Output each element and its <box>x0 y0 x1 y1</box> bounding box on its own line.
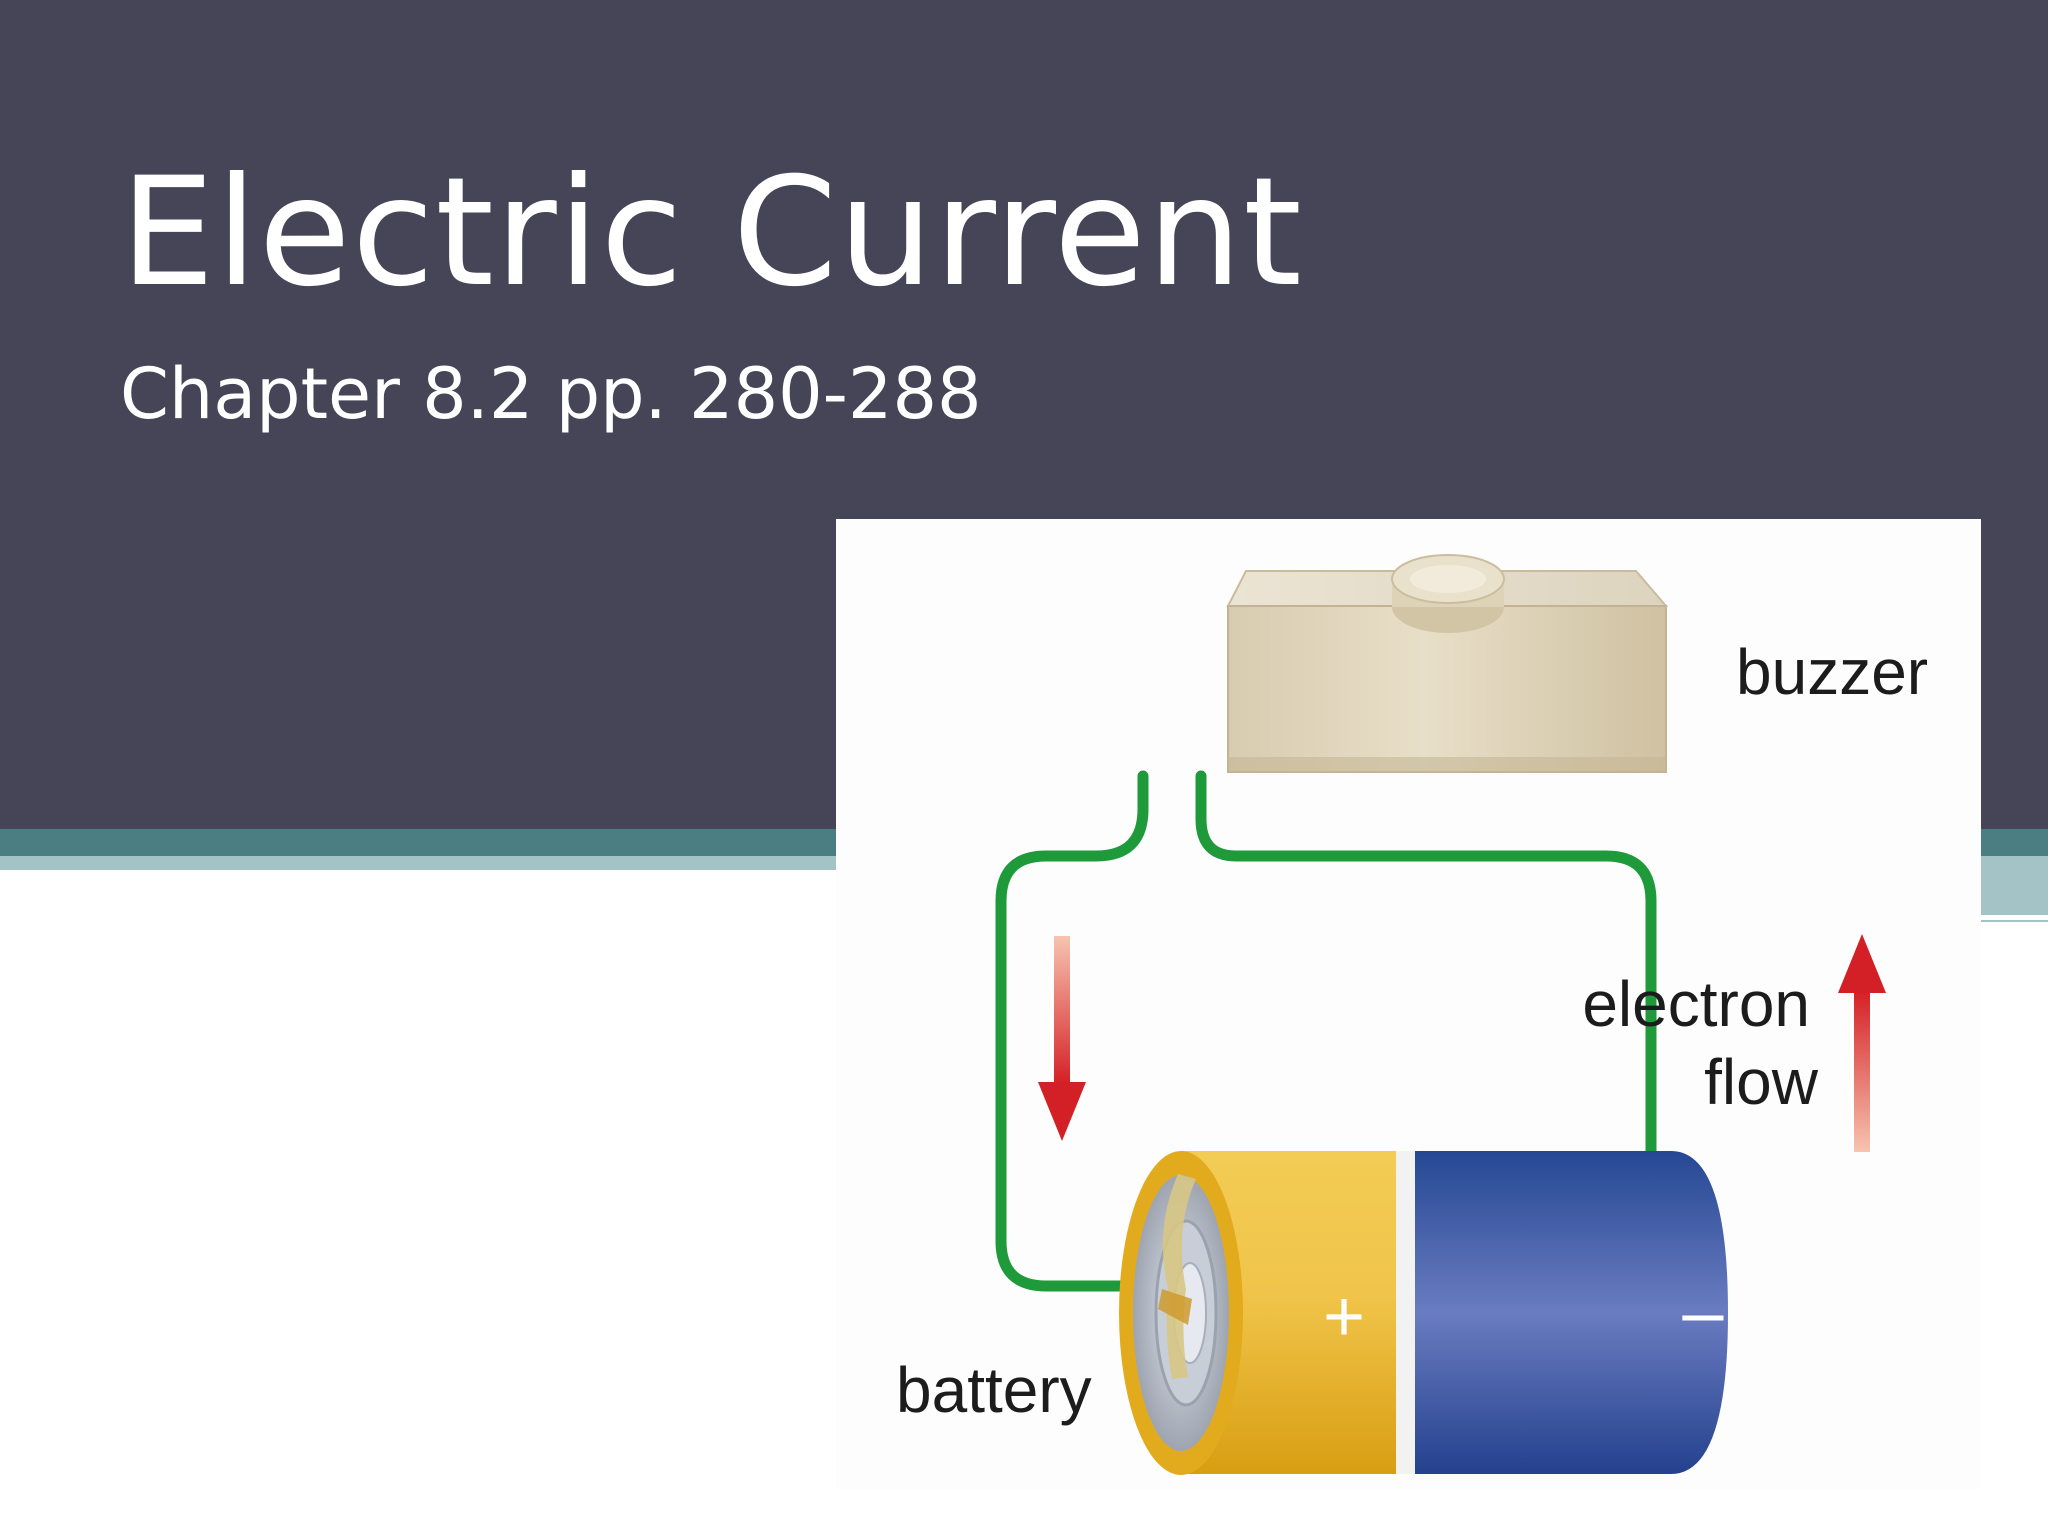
electron-flow-arrow-down <box>1038 936 1086 1141</box>
battery-label: battery <box>896 1354 1092 1426</box>
circuit-diagram: + – buzzer electron flow battery <box>896 554 1928 1475</box>
electron-flow-arrow-up <box>1838 934 1886 1152</box>
header-accent-band-right <box>1980 870 2048 915</box>
buzzer-icon <box>1226 554 1669 773</box>
buzzer-label: buzzer <box>1736 636 1928 708</box>
circuit-wire <box>995 770 1162 1292</box>
header-accent-line-right <box>1980 920 2048 922</box>
battery-icon <box>1119 1151 1728 1475</box>
circuit-diagram-figure: + – buzzer electron flow battery <box>836 519 1981 1489</box>
electron-flow-label-line2: flow <box>1704 1046 1819 1118</box>
slide-title: Electric Current <box>120 146 1303 320</box>
battery-positive-terminal-label: + <box>1323 1277 1365 1357</box>
battery-negative-terminal-label: – <box>1682 1270 1724 1353</box>
electron-flow-label-line1: electron <box>1582 968 1810 1040</box>
slide-subtitle: Chapter 8.2 pp. 280-288 <box>120 353 982 435</box>
